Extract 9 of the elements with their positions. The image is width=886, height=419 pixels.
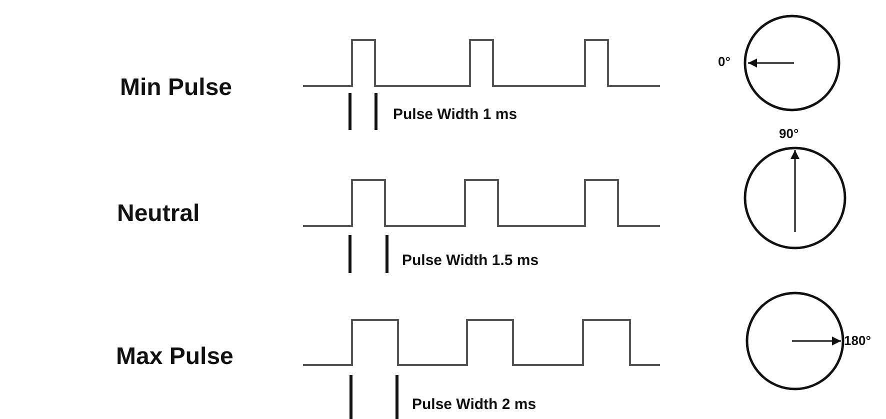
- row-label: Min Pulse: [120, 74, 232, 102]
- row-label: Neutral: [117, 200, 200, 228]
- angle-label: 180°: [844, 334, 871, 348]
- angle-label: 0°: [718, 54, 730, 70]
- pulse-width-label: Pulse Width 2 ms: [412, 396, 536, 414]
- pulse-width-label: Pulse Width 1 ms: [393, 106, 518, 124]
- angle-label: 90°: [779, 126, 799, 142]
- row-label: Max Pulse: [116, 344, 234, 370]
- pulse-width-label: Pulse Width 1.5 ms: [402, 252, 539, 270]
